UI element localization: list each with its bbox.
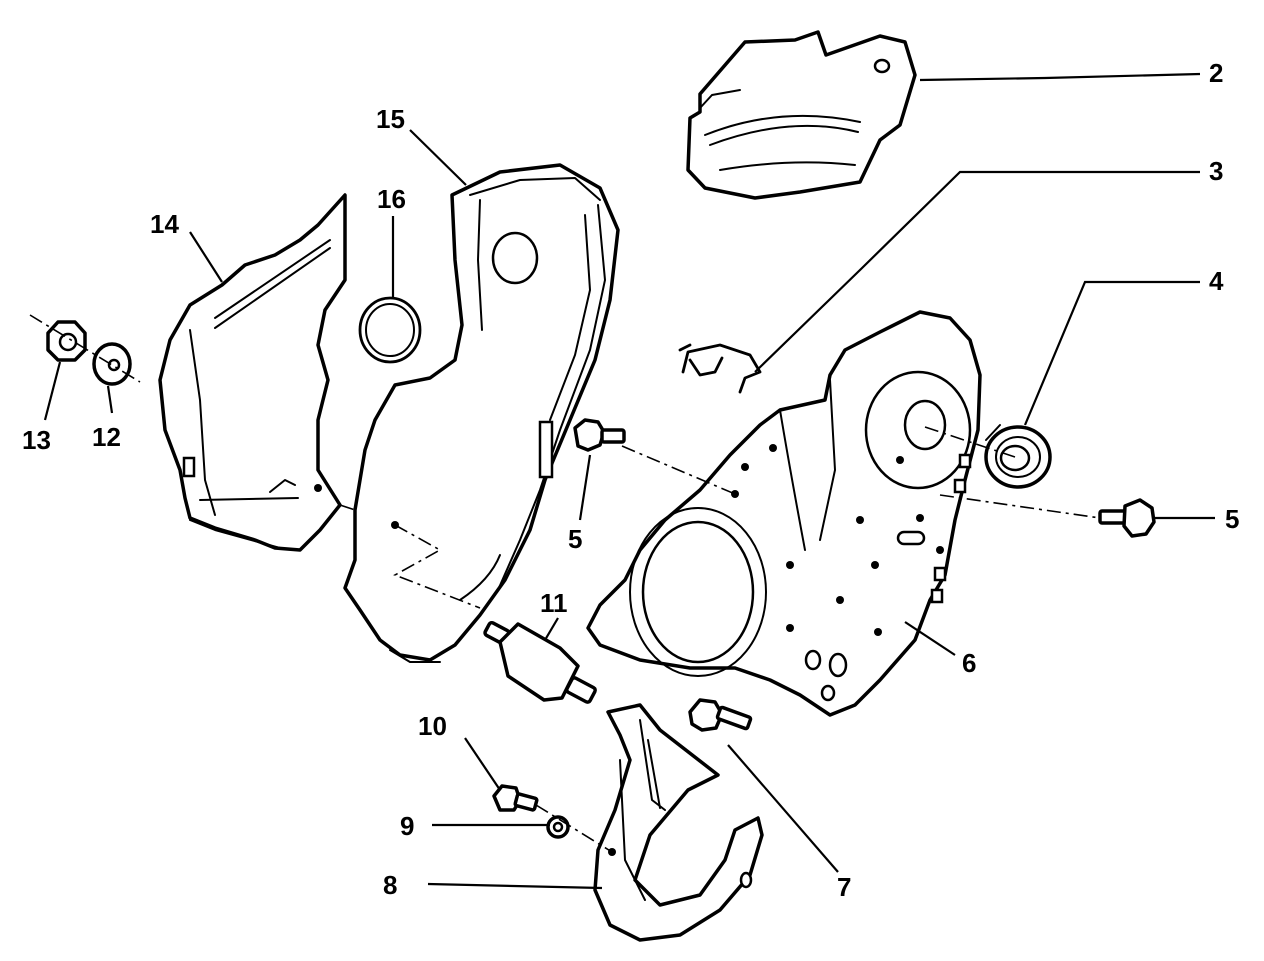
part-7-bolt xyxy=(688,698,753,732)
callout-3: 3 xyxy=(1209,156,1223,186)
part-8-lower-cover xyxy=(593,703,764,942)
callout-14: 14 xyxy=(150,209,179,239)
part-3-clip xyxy=(678,343,762,394)
callout-11: 11 xyxy=(540,588,568,618)
callout-2: 2 xyxy=(1209,58,1223,88)
callout-9: 9 xyxy=(400,811,414,841)
part-5-bolt-right xyxy=(1098,498,1156,538)
part-12-washer xyxy=(92,342,132,386)
part-6-back-plate xyxy=(586,310,982,717)
callout-15: 15 xyxy=(376,104,405,134)
callout-13: 13 xyxy=(22,425,51,455)
part-13-nut xyxy=(46,320,87,362)
callout-6: 6 xyxy=(962,648,976,678)
part-14-left-cover xyxy=(158,193,347,552)
callout-12: 12 xyxy=(92,422,121,452)
callout-16: 16 xyxy=(377,184,406,214)
alignment-lines xyxy=(29,314,1101,853)
callout-10: 10 xyxy=(418,711,447,741)
part-15-main-cover xyxy=(343,163,620,663)
part-10-bolt xyxy=(492,784,539,812)
callout-8: 8 xyxy=(383,870,397,900)
callout-7: 7 xyxy=(837,872,851,902)
callout-numbers: 2 3 4 5 5 6 7 8 9 10 11 12 13 14 15 16 xyxy=(22,58,1239,902)
part-9-washer xyxy=(546,815,570,839)
callout-4: 4 xyxy=(1209,266,1224,296)
callout-5-upper: 5 xyxy=(568,524,582,554)
part-5-bolt-upper xyxy=(573,418,626,452)
callout-5-right: 5 xyxy=(1225,504,1239,534)
part-11-stud-spacer xyxy=(483,620,597,704)
part-2-upper-cover xyxy=(686,30,917,200)
part-16-ring xyxy=(358,296,422,364)
leader-lines xyxy=(43,72,1215,890)
part-4-seal xyxy=(984,424,1052,489)
